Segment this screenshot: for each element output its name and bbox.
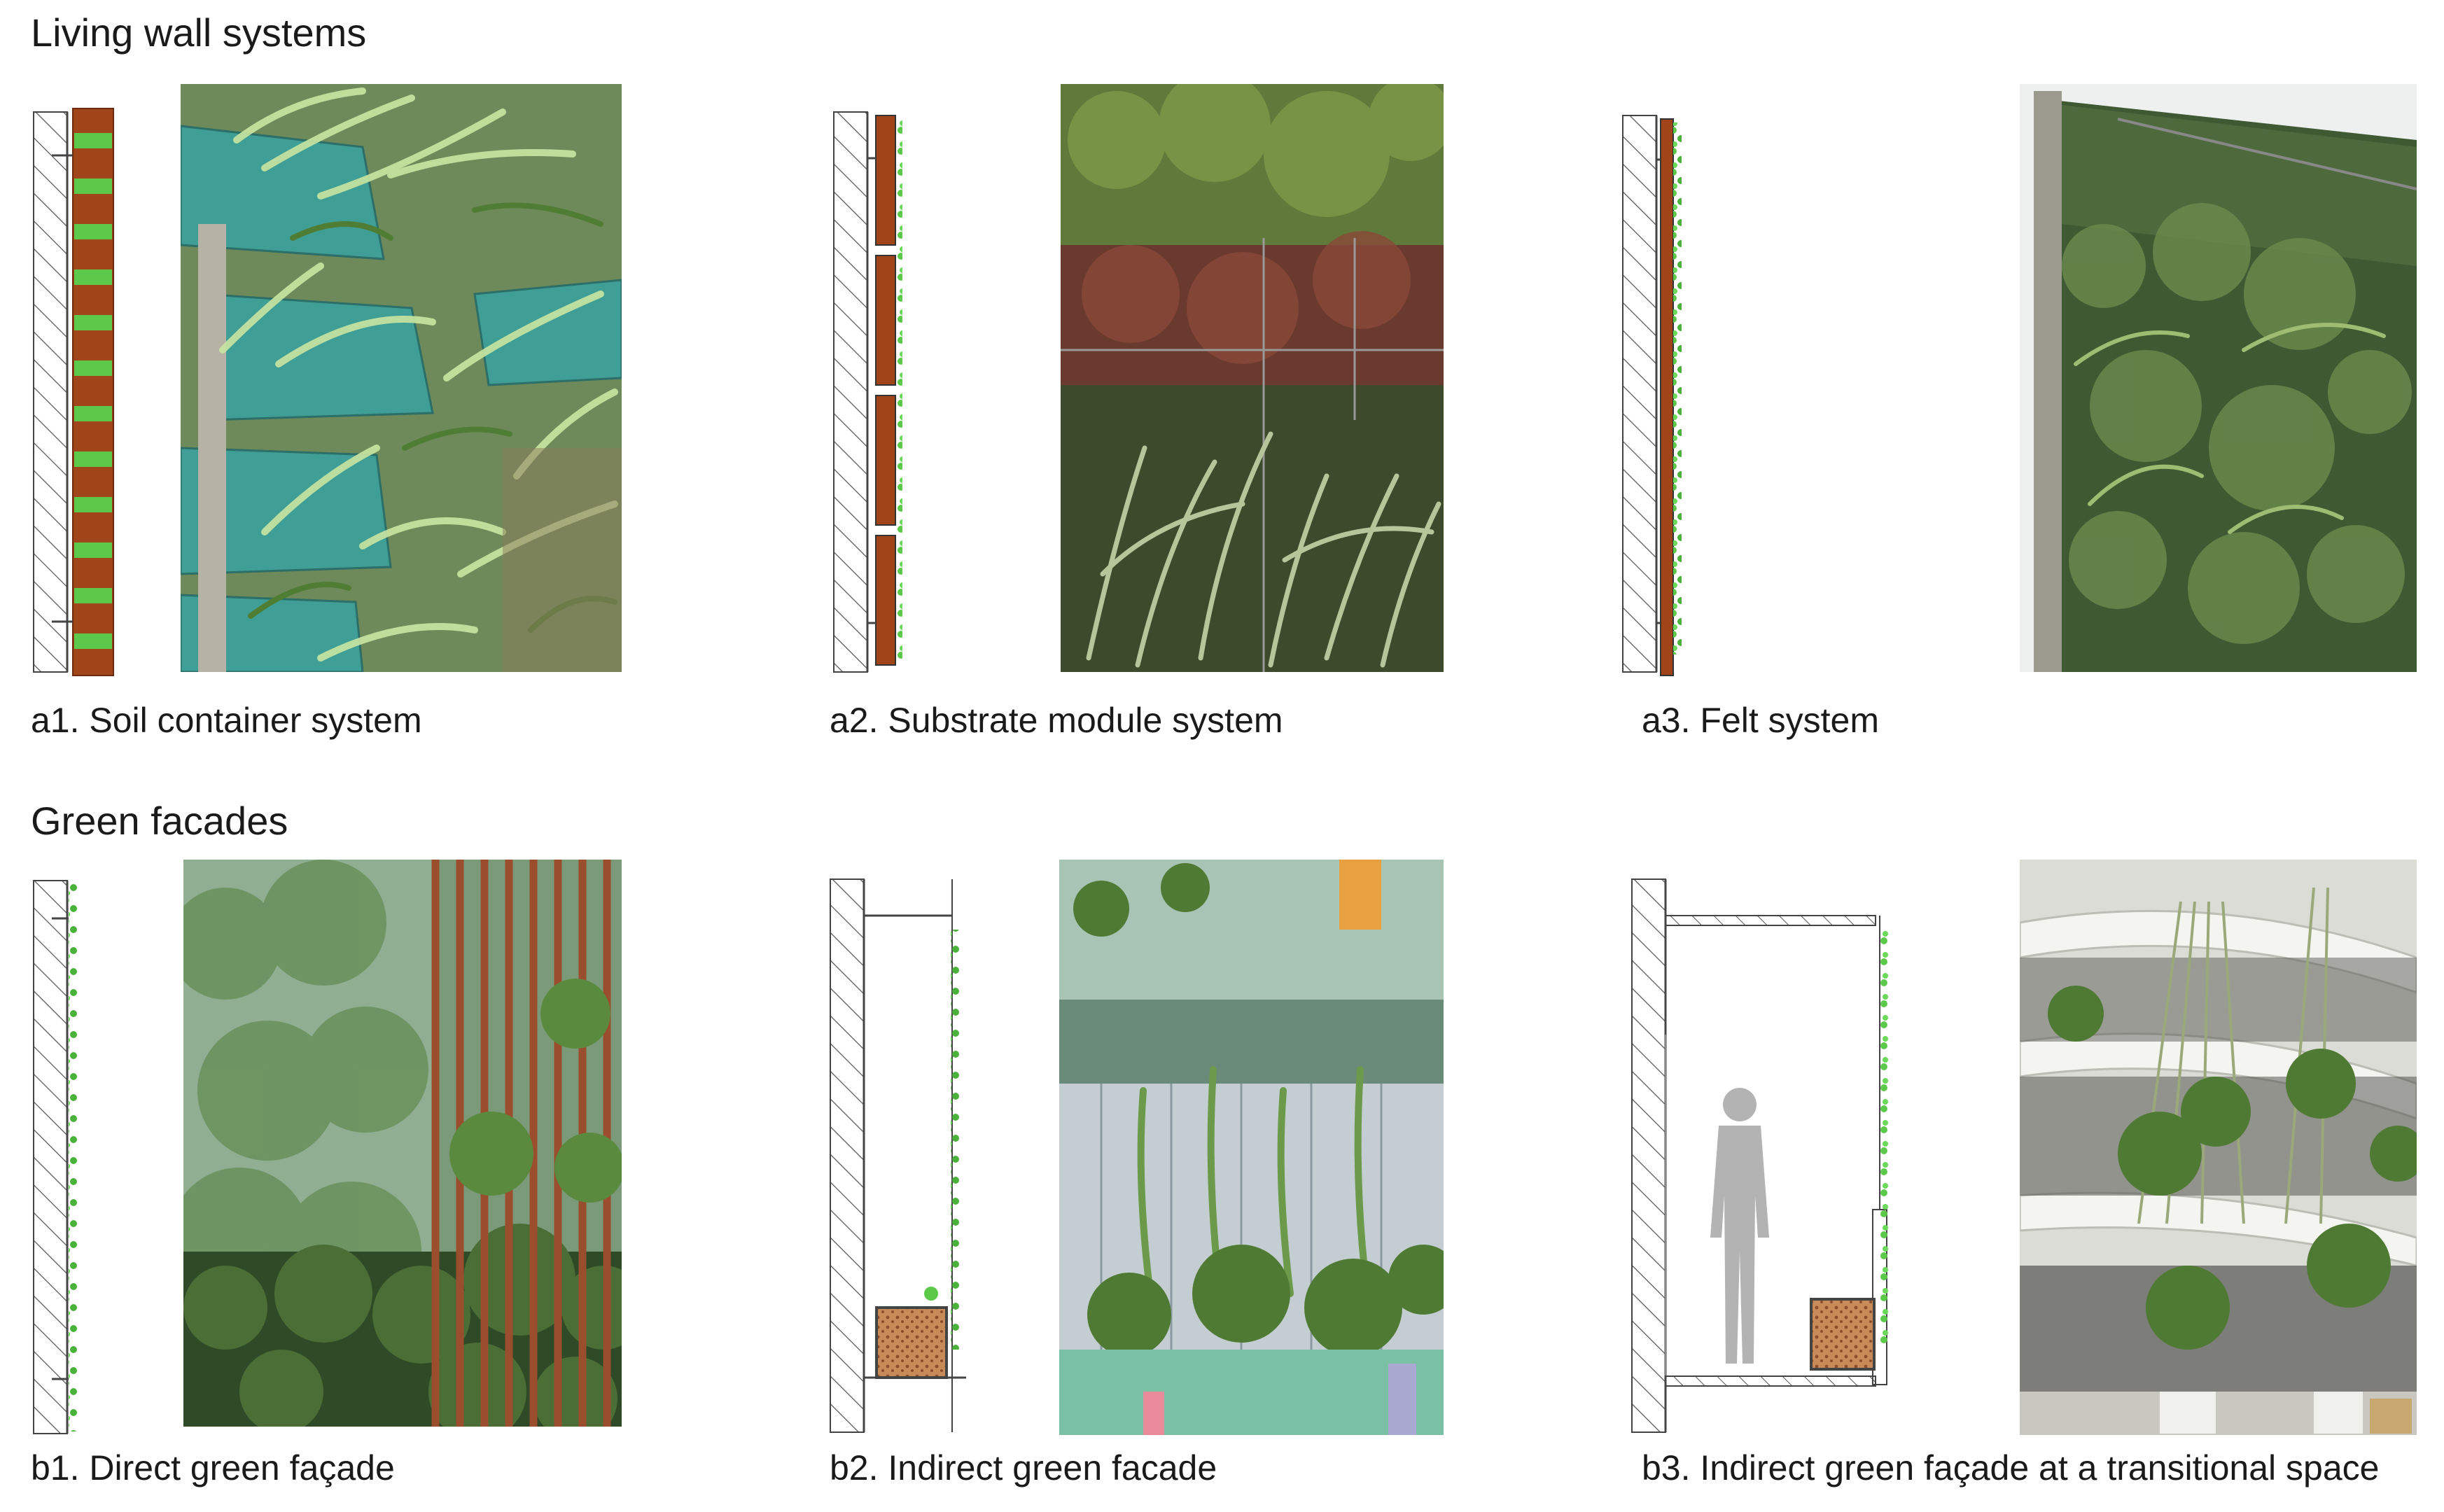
caption-b1: b1. Direct green façade (31, 1448, 395, 1488)
human-silhouette (1710, 1088, 1769, 1364)
a1-photo-soil-container (181, 84, 622, 672)
a3-photo-felt-system (2020, 84, 2417, 672)
caption-b3: b3. Indirect green façade at a transitio… (1642, 1448, 2380, 1488)
b3-photo-transitional-space (2020, 860, 2417, 1435)
caption-a3: a3. Felt system (1642, 701, 1879, 740)
b1-section-diagram (28, 875, 98, 1435)
a1-section-diagram (28, 105, 126, 679)
caption-b2: b2. Indirect green facade (830, 1448, 1217, 1488)
a2-photo-substrate-module (1061, 84, 1444, 672)
b2-section-diagram (826, 874, 980, 1434)
a3-section-diagram (1619, 105, 1696, 679)
a2-section-diagram (830, 105, 914, 679)
b1-photo-direct-green-facade (183, 860, 622, 1427)
section-title-living-wall: Living wall systems (31, 10, 367, 55)
section-title-green-facades: Green facades (31, 799, 288, 843)
caption-a2: a2. Substrate module system (830, 701, 1283, 740)
b3-section-diagram (1628, 874, 1922, 1434)
caption-a1: a1. Soil container system (31, 701, 422, 740)
b2-photo-indirect-green-facade (1059, 860, 1444, 1435)
